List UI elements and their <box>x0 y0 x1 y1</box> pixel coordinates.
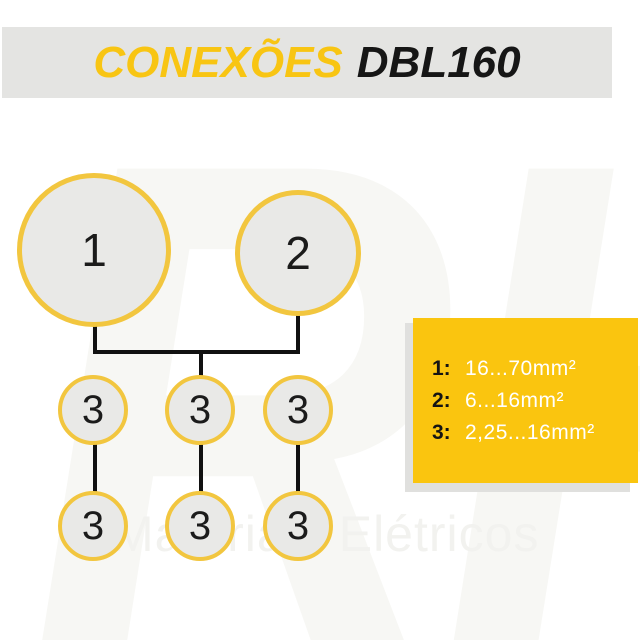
connector-line-horizontal-bus <box>93 350 300 354</box>
connector-line-row1-row2-mid <box>199 444 203 492</box>
legend-row-3: 3: 2,25...16mm² <box>432 421 638 444</box>
legend-row-2: 2: 6...16mm² <box>432 389 638 412</box>
branch-circle-label: 3 <box>286 503 310 548</box>
branch-circle-label: 3 <box>81 387 105 432</box>
branch-circle-row1-mid: 3 <box>165 375 235 445</box>
connector-line-from-terminal-2 <box>296 315 300 354</box>
terminal-circle-2: 2 <box>235 190 361 316</box>
terminal-circle-1: 1 <box>17 173 171 327</box>
branch-circle-label: 3 <box>188 503 212 548</box>
legend-value-3: 2,25...16mm² <box>465 421 595 445</box>
legend-key-1: 1: <box>432 356 451 380</box>
page-title: CONEXÕES DBL160 <box>93 38 520 88</box>
header-bar: CONEXÕES DBL160 <box>2 27 612 98</box>
branch-circle-row1-left: 3 <box>58 375 128 445</box>
connector-line-row1-row2-right <box>296 444 300 492</box>
branch-circle-label: 3 <box>188 387 212 432</box>
title-connections: CONEXÕES <box>93 37 343 87</box>
branch-circle-row2-mid: 3 <box>165 491 235 561</box>
branch-circle-row2-left: 3 <box>58 491 128 561</box>
branch-circle-row1-right: 3 <box>263 375 333 445</box>
connector-line-from-terminal-1 <box>93 326 97 354</box>
legend-key-2: 2: <box>432 388 451 412</box>
legend-value-1: 16...70mm² <box>465 356 577 380</box>
legend-row-1: 1: 16...70mm² <box>432 357 638 380</box>
branch-circle-row2-right: 3 <box>263 491 333 561</box>
legend-box: 1: 16...70mm² 2: 6...16mm² 3: 2,25...16m… <box>413 318 638 483</box>
terminal-circle-1-label: 1 <box>81 224 107 276</box>
legend-key-3: 3: <box>432 421 451 445</box>
branch-circle-label: 3 <box>81 503 105 548</box>
title-model: DBL160 <box>356 37 521 87</box>
branch-circle-label: 3 <box>286 387 310 432</box>
legend-value-2: 6...16mm² <box>465 388 565 412</box>
connector-line-mid-stub <box>199 354 203 376</box>
terminal-circle-2-label: 2 <box>285 227 311 279</box>
connector-line-row1-row2-left <box>93 444 97 492</box>
